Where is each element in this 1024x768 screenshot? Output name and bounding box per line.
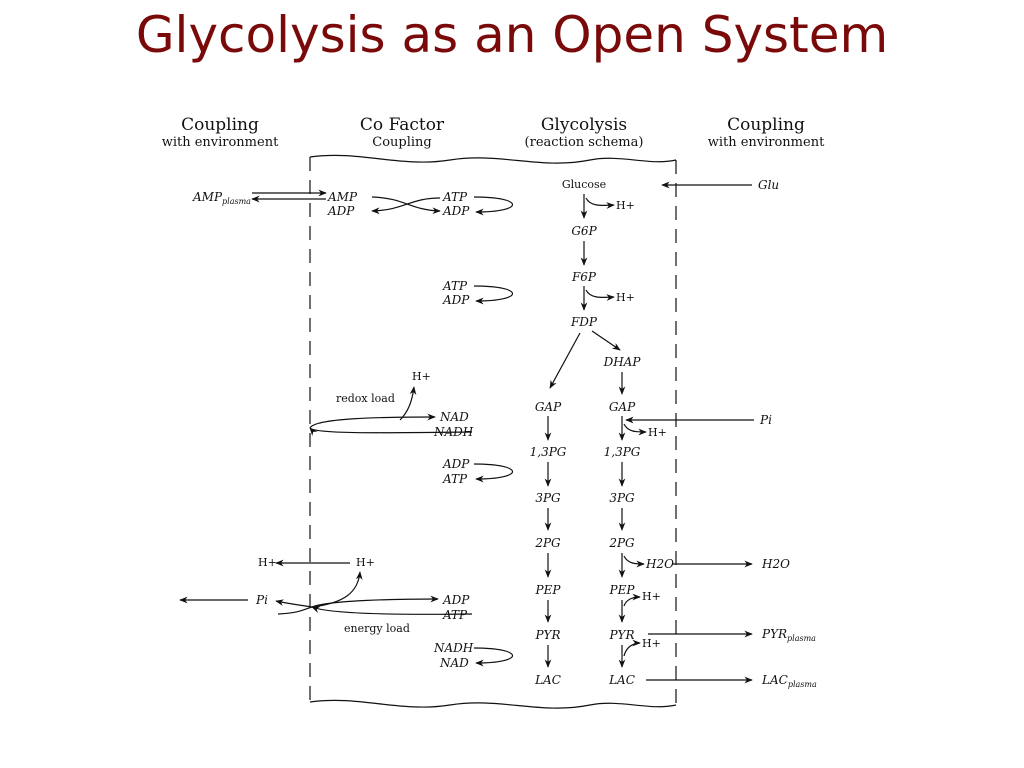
h-uptake-4 bbox=[623, 593, 641, 607]
h-release-2 bbox=[585, 289, 615, 301]
cof-nad: NAD bbox=[439, 410, 469, 424]
left-3pg: 3PG bbox=[535, 491, 561, 505]
redox-nad-arrow bbox=[309, 413, 436, 429]
energy-adp-arrow bbox=[277, 595, 439, 615]
cell-membrane-top bbox=[309, 154, 677, 164]
slide-title: Glycolysis as an Open System bbox=[135, 6, 889, 64]
cof-atp1: ATP bbox=[442, 190, 468, 204]
metabolite-dhap: DHAP bbox=[603, 355, 642, 369]
redox-load-label: redox load bbox=[336, 392, 395, 405]
right-gap: GAP bbox=[609, 400, 636, 414]
adenylate-arrow-2 bbox=[371, 196, 441, 215]
energy-atp-arrow bbox=[311, 606, 473, 615]
energy-load-label: energy load bbox=[344, 622, 410, 635]
metabolite-f6p: F6P bbox=[571, 270, 597, 284]
cof-atp2: ATP bbox=[442, 279, 468, 293]
cof-amp: AMP bbox=[327, 190, 358, 204]
header-cofactor: Co Factor bbox=[360, 115, 445, 135]
right-pep: PEP bbox=[609, 583, 636, 597]
cof-adp4: ADP bbox=[442, 593, 470, 607]
atp-gen-arrow-1 bbox=[473, 463, 513, 483]
metabolite-fdp: FDP bbox=[570, 315, 598, 329]
energy-h-arrow bbox=[311, 571, 363, 608]
env-h2o: H2O bbox=[761, 557, 790, 571]
cof-adp1: ADP bbox=[327, 204, 355, 218]
cof-h-redox: H+ bbox=[412, 370, 431, 383]
env-pi: Pi bbox=[759, 413, 772, 427]
right-2pg: 2PG bbox=[608, 536, 635, 550]
header-glycolysis: Glycolysis bbox=[541, 115, 627, 135]
env-glu: Glu bbox=[758, 178, 779, 192]
h-out-label: H+ bbox=[258, 556, 277, 569]
left-pep: PEP bbox=[535, 583, 562, 597]
atp-use-arrow-2 bbox=[473, 285, 513, 305]
cof-adp3: ADP bbox=[442, 457, 470, 471]
right-3pg: 3PG bbox=[609, 491, 635, 505]
cell-membrane-bottom bbox=[309, 699, 677, 709]
left-chain: GAP 1,3PG 3PG 2PG PEP PYR LAC bbox=[530, 400, 567, 687]
path-h2: H+ bbox=[616, 291, 635, 304]
env-pyr: PYRplasma bbox=[761, 627, 816, 643]
header-coupling-left: Coupling bbox=[181, 115, 259, 135]
header-coupling-left-sub: with environment bbox=[162, 135, 279, 150]
h2o-release-arrow bbox=[623, 555, 645, 568]
atp-use-arrow-1 bbox=[473, 196, 513, 216]
cof-adp2: ADP bbox=[442, 293, 470, 307]
redox-h-arrow bbox=[399, 386, 417, 421]
step-fdp-dhap bbox=[591, 330, 621, 351]
left-gap: GAP bbox=[535, 400, 562, 414]
header-glycolysis-sub: (reaction schema) bbox=[525, 135, 644, 150]
env-lac: LACplasma bbox=[761, 673, 817, 689]
right-13pg: 1,3PG bbox=[604, 445, 641, 459]
metabolite-glucose: Glucose bbox=[562, 178, 606, 191]
path-h4: H+ bbox=[642, 590, 661, 603]
cof-nadh: NADH bbox=[433, 425, 474, 439]
cof-h-energy: H+ bbox=[356, 556, 375, 569]
path-h1: H+ bbox=[616, 199, 635, 212]
cof-atp3: ATP bbox=[442, 472, 468, 486]
path-h2o: H2O bbox=[645, 557, 674, 571]
amp-plasma-label: AMPplasma bbox=[192, 190, 251, 206]
left-lac: LAC bbox=[534, 673, 561, 687]
ldh-cofactor-arrow bbox=[473, 647, 513, 667]
cof-atp4: ATP bbox=[442, 608, 468, 622]
h-release-3 bbox=[623, 423, 647, 436]
right-chain: GAP H+ 1,3PG 3PG 2PG H2O PEP H+ PYR H+ L… bbox=[604, 400, 674, 687]
cof-nadh2: NADH bbox=[433, 641, 474, 655]
left-pyr: PYR bbox=[534, 628, 560, 642]
right-pyr: PYR bbox=[608, 628, 634, 642]
path-h5: H+ bbox=[642, 637, 661, 650]
cof-nad2: NAD bbox=[439, 656, 469, 670]
pi-out-label: Pi bbox=[255, 593, 268, 607]
step-fdp-gap bbox=[549, 332, 581, 389]
path-h3: H+ bbox=[648, 426, 667, 439]
left-13pg: 1,3PG bbox=[530, 445, 567, 459]
energy-pi-arrow bbox=[275, 599, 313, 608]
adenylate-arrow-1 bbox=[371, 197, 441, 215]
metabolite-g6p: G6P bbox=[571, 224, 597, 238]
header-coupling-right-sub: with environment bbox=[708, 135, 825, 150]
h-release-1 bbox=[585, 197, 615, 209]
right-lac: LAC bbox=[608, 673, 635, 687]
cof-adp1b: ADP bbox=[442, 204, 470, 218]
left-2pg: 2PG bbox=[534, 536, 561, 550]
redox-nadh-arrow bbox=[309, 427, 473, 436]
header-coupling-right: Coupling bbox=[727, 115, 805, 135]
h-uptake-5 bbox=[623, 639, 641, 657]
header-cofactor-sub: Coupling bbox=[372, 135, 431, 150]
